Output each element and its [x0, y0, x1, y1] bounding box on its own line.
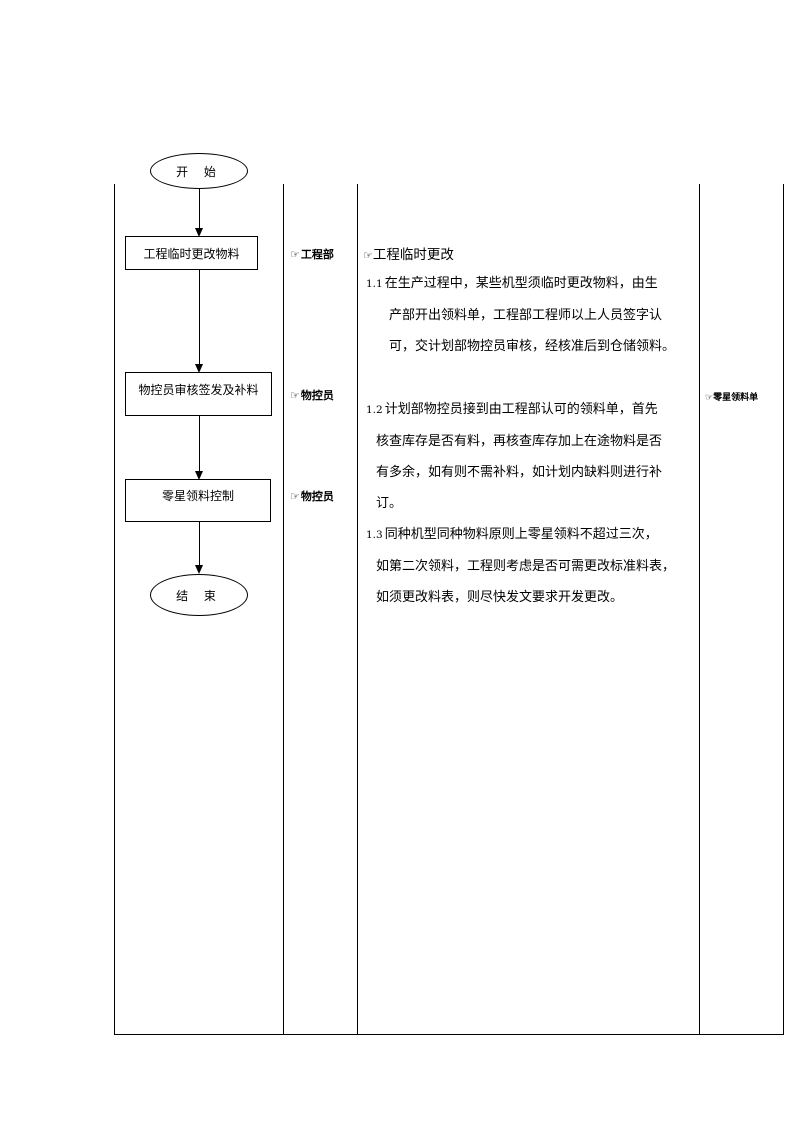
flow-arrowhead	[195, 471, 203, 480]
clause-line: 订。	[376, 496, 403, 511]
flow-start-label: 开 始	[176, 164, 222, 179]
role-label: 物控员	[300, 490, 334, 503]
pointing-hand-icon: ☞	[705, 393, 714, 403]
flow-arrowhead	[195, 565, 203, 574]
flow-step-review-issue: 物控员审核签发及补料	[125, 372, 272, 416]
clause-line: 如第二次领料，工程则考虑是否可需更改标准料表，	[376, 559, 676, 574]
role-label: 工程部	[300, 248, 334, 261]
flow-step-engineering-change: 工程临时更改物料	[125, 236, 258, 270]
clause-line: 有多余，如有则不需补料，如计划内缺料则进行补	[376, 465, 663, 480]
clause-line: 核查库存是否有料，再核查库存加上在途物料是否	[376, 434, 663, 449]
column-divider-roles	[283, 184, 284, 1035]
table-border-left	[114, 184, 115, 1035]
flow-arrow-line	[199, 415, 200, 471]
table-border-right	[783, 184, 784, 1035]
role-material-controller: ☞物控员	[290, 488, 334, 504]
flow-start-oval: 开 始	[150, 153, 248, 189]
pointing-hand-icon: ☞	[290, 490, 300, 503]
pointing-hand-icon: ☞	[290, 389, 300, 402]
clause-line: 可，交计划部物控员审核，经核准后到仓储领料。	[389, 339, 676, 354]
role-engineering: ☞工程部	[290, 246, 334, 262]
role-label: 物控员	[300, 389, 334, 402]
clause-line: 如须更改料表，则尽快发文要求开发更改。	[376, 590, 624, 605]
section-heading: ☞工程临时更改	[363, 243, 454, 263]
flow-arrowhead	[195, 228, 203, 237]
form-label: 零星领料单	[713, 393, 759, 403]
role-material-controller: ☞物控员	[290, 387, 334, 403]
clause-number: 1.3	[366, 529, 383, 541]
column-divider-forms	[699, 184, 700, 1035]
section-heading-text: 工程临时更改	[372, 247, 454, 263]
clause-number: 1.2	[366, 404, 383, 416]
clause-number: 1.1	[366, 278, 383, 290]
form-small-requisition: ☞零星领料单	[705, 390, 758, 403]
flow-arrow-line	[199, 188, 200, 228]
flow-arrow-line	[199, 521, 200, 565]
flow-step-label: 物控员审核签发及补料	[138, 383, 259, 397]
column-divider-description	[357, 184, 358, 1035]
flow-end-oval: 结 束	[150, 574, 248, 616]
flow-arrowhead	[195, 364, 203, 373]
flow-step-label: 零星领料控制	[161, 489, 234, 503]
flow-end-label: 结 束	[176, 588, 222, 603]
flow-step-label: 工程临时更改物料	[143, 246, 240, 261]
pointing-hand-icon: ☞	[363, 249, 373, 262]
pointing-hand-icon: ☞	[290, 248, 300, 261]
table-border-bottom	[114, 1034, 784, 1035]
clause-line: 产部开出领料单，工程部工程师以上人员签字认	[389, 308, 663, 323]
flow-arrow-line	[199, 269, 200, 364]
flow-step-small-requisition: 零星领料控制	[125, 479, 271, 522]
